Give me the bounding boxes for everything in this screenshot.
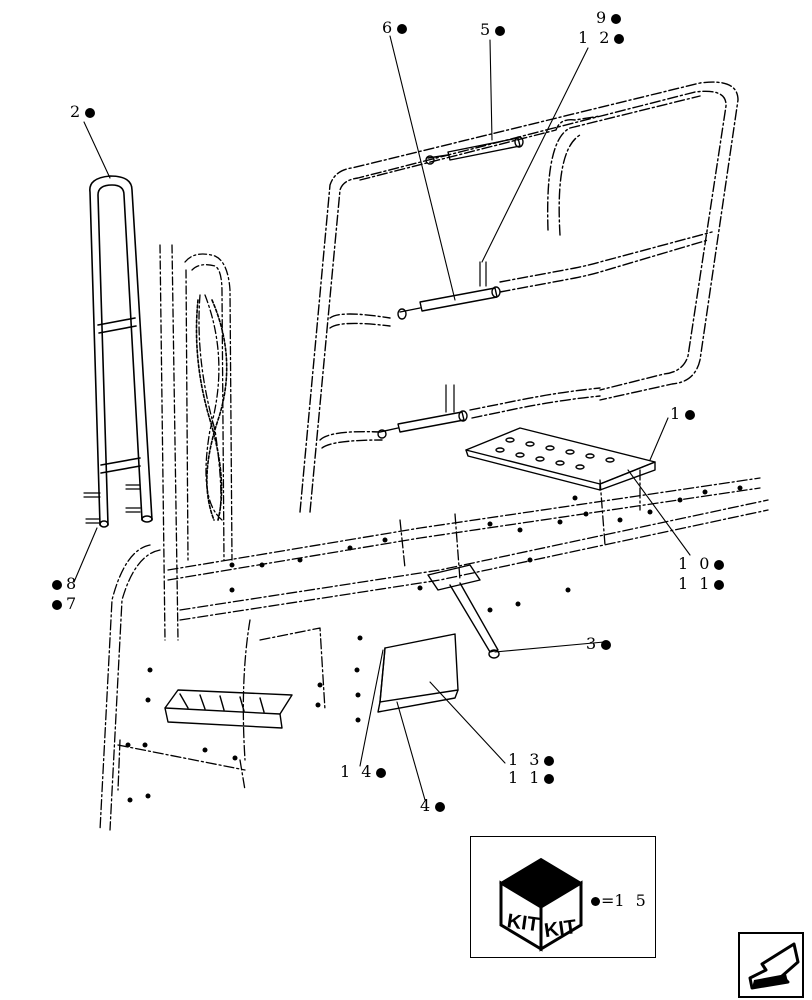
legend-number: 1 5 — [614, 891, 649, 910]
dot-marker — [614, 33, 625, 44]
callout-11-lower[interactable]: 1 1 — [508, 770, 555, 786]
hose-bundle-phantom — [159, 244, 233, 641]
gas-strut-middle — [397, 286, 501, 320]
dot-marker — [85, 107, 96, 118]
dot-marker — [611, 13, 622, 24]
callout-3[interactable]: 3 — [586, 636, 612, 652]
platform-step-part — [465, 427, 656, 491]
kit-legend-box: KIT KIT =1 5 — [470, 836, 656, 958]
dot-marker — [591, 897, 600, 906]
dot-marker — [685, 409, 696, 420]
callout-12[interactable]: 1 2 — [578, 30, 625, 46]
dot-marker — [714, 559, 725, 570]
support-arm-part — [427, 564, 500, 659]
kit-label-left: KIT — [506, 910, 541, 936]
handle-bolts — [83, 484, 141, 524]
kit-label-right: KIT — [543, 916, 578, 942]
dot-marker — [544, 773, 555, 784]
dot-marker — [714, 579, 725, 590]
grab-handle-part — [89, 175, 153, 528]
dot-marker — [435, 801, 446, 812]
strut-bolts — [445, 261, 487, 413]
cab-body-phantom — [99, 469, 769, 831]
callout-5[interactable]: 5 — [480, 22, 506, 38]
kit-legend-text: =1 5 — [591, 891, 649, 910]
leader-lines — [73, 35, 691, 801]
callout-13[interactable]: 1 3 — [508, 752, 555, 768]
callout-8[interactable]: 8 — [52, 576, 79, 592]
callout-14[interactable]: 1 4 — [340, 764, 387, 780]
callout-2[interactable]: 2 — [70, 104, 96, 120]
dot-marker — [544, 755, 555, 766]
callout-11-upper[interactable]: 1 1 — [678, 576, 725, 592]
callout-6[interactable]: 6 — [382, 20, 408, 36]
legend-equals: = — [601, 891, 615, 910]
callout-10[interactable]: 1 0 — [678, 556, 725, 572]
return-arrow-button[interactable] — [738, 932, 804, 998]
dot-marker — [52, 599, 62, 610]
callout-9[interactable]: 9 — [596, 10, 622, 26]
fastener-dots — [125, 485, 743, 803]
callout-1[interactable]: 1 — [670, 406, 696, 422]
dot-marker — [601, 639, 612, 650]
lower-step — [164, 689, 293, 729]
gas-strut-lower — [377, 410, 468, 439]
dot-marker — [52, 579, 62, 590]
handrail-frame-phantom — [299, 81, 739, 513]
dot-marker — [376, 767, 387, 778]
return-arrow-icon — [748, 942, 800, 990]
chain-detail — [195, 299, 228, 521]
gas-strut-upper — [425, 136, 524, 165]
callout-4[interactable]: 4 — [420, 798, 446, 814]
dot-marker — [495, 25, 506, 36]
kit-box-icon: KIT KIT — [499, 857, 583, 952]
dot-marker — [397, 23, 408, 34]
mud-flap-plate-part — [377, 633, 459, 713]
callout-7[interactable]: 7 — [52, 596, 79, 612]
